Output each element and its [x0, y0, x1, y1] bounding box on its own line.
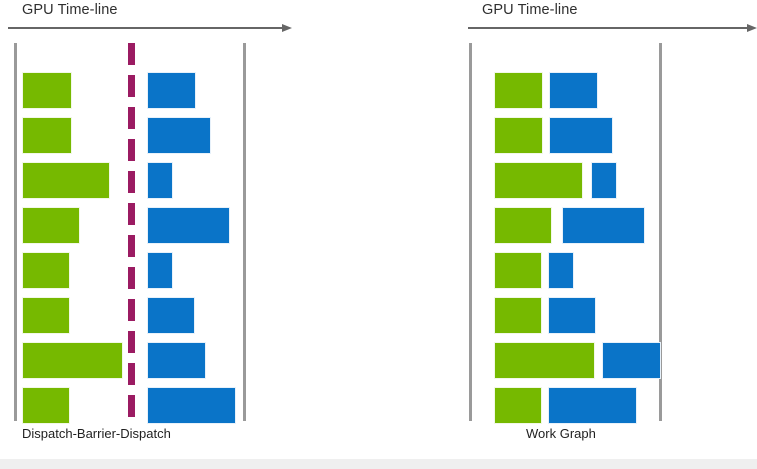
- dispatch-bar-green: [494, 252, 542, 289]
- bar-lane: [0, 207, 460, 244]
- arrow-right-icon: [8, 23, 292, 38]
- dispatch-bar-green: [494, 207, 552, 244]
- dispatch-bar-green: [22, 252, 70, 289]
- timeline-rule-start: [469, 43, 472, 421]
- timeline-rule-end: [243, 43, 246, 421]
- axis-line: [8, 27, 283, 29]
- bar-lane: [0, 162, 460, 199]
- bar-lane: [0, 72, 460, 109]
- bar-lane: [0, 117, 460, 154]
- panel-caption: Work Graph: [526, 426, 596, 441]
- dispatch-bar-blue: [147, 162, 173, 199]
- dispatch-bar-green: [494, 297, 542, 334]
- panel-work-graph: GPU Time-line Work Graph: [460, 0, 757, 459]
- footer-strip: [0, 459, 757, 469]
- dispatch-bar-green: [494, 117, 543, 154]
- dispatch-bar-green: [22, 387, 70, 424]
- bar-lane: [0, 297, 460, 334]
- dispatch-bar-blue: [147, 297, 195, 334]
- axis-arrowhead: [747, 23, 757, 32]
- dispatch-bar-blue: [549, 117, 613, 154]
- dispatch-bar-green: [22, 297, 70, 334]
- dispatch-bar-blue: [147, 387, 236, 424]
- dispatch-bar-green: [494, 387, 542, 424]
- dispatch-bar-blue: [147, 207, 230, 244]
- panel-caption: Dispatch-Barrier-Dispatch: [22, 426, 171, 441]
- dispatch-bar-blue: [548, 387, 637, 424]
- dispatch-bar-blue: [147, 252, 173, 289]
- axis-arrowhead: [282, 23, 292, 32]
- timeline-rule-end: [659, 43, 662, 421]
- bar-lane: [0, 252, 460, 289]
- bar-lane: [460, 387, 757, 424]
- bar-lane: [460, 252, 757, 289]
- bar-lane: [460, 342, 757, 379]
- timeline-rule-start: [14, 43, 17, 421]
- dispatch-bar-green: [494, 72, 543, 109]
- dispatch-bar-blue: [602, 342, 661, 379]
- bar-lane: [460, 162, 757, 199]
- dispatch-bar-blue: [147, 342, 206, 379]
- panel-title: GPU Time-line: [22, 2, 118, 18]
- dashed-barrier-line: [128, 43, 135, 421]
- dispatch-bar-blue: [548, 297, 596, 334]
- bar-lane: [460, 72, 757, 109]
- dispatch-bar-blue: [147, 117, 211, 154]
- bar-lane: [460, 207, 757, 244]
- arrow-right-icon: [468, 23, 757, 38]
- dispatch-bar-green: [22, 162, 110, 199]
- dispatch-bar-green: [22, 117, 72, 154]
- bar-lane: [460, 297, 757, 334]
- dispatch-bar-blue: [562, 207, 645, 244]
- dispatch-bar-blue: [548, 252, 574, 289]
- bar-lane: [0, 342, 460, 379]
- dispatch-bar-green: [494, 162, 583, 199]
- bar-lane: [460, 117, 757, 154]
- axis-line: [468, 27, 748, 29]
- dispatch-bar-green: [494, 342, 595, 379]
- dispatch-bar-blue: [549, 72, 598, 109]
- bar-lane: [0, 387, 460, 424]
- panel-title: GPU Time-line: [482, 2, 578, 18]
- dispatch-bar-green: [22, 207, 80, 244]
- dispatch-bar-blue: [591, 162, 617, 199]
- dispatch-bar-green: [22, 72, 72, 109]
- dispatch-bar-blue: [147, 72, 196, 109]
- panel-dispatch-barrier-dispatch: GPU Time-line Dispatch-Barrier-Dispatch: [0, 2, 460, 441]
- dispatch-bar-green: [22, 342, 123, 379]
